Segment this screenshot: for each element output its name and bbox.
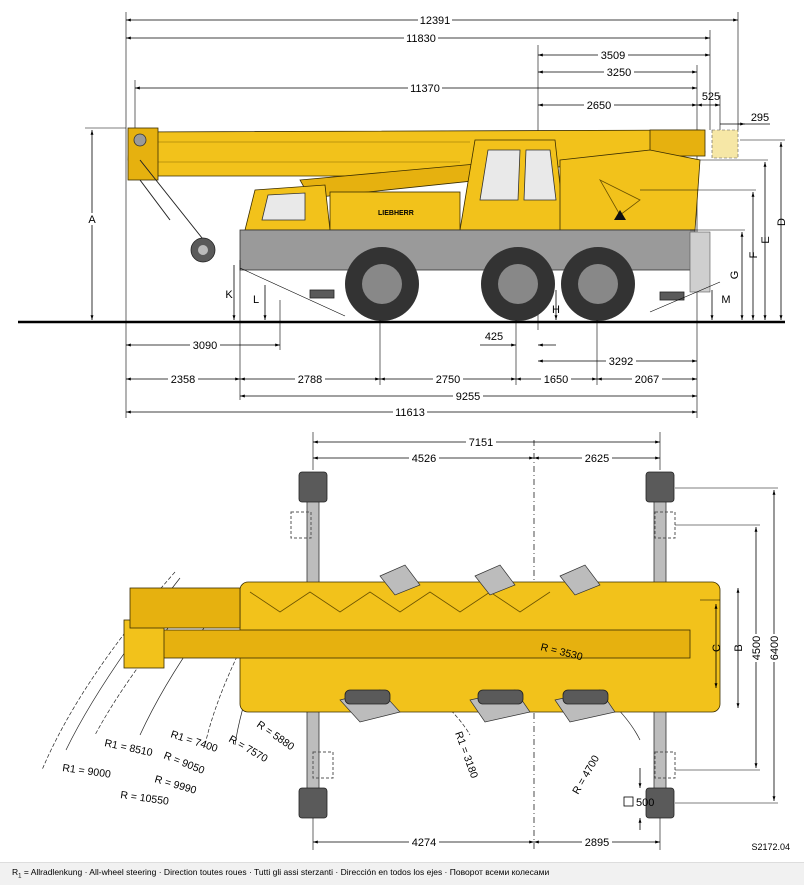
radius-7400: R1 = 7400	[169, 728, 219, 755]
dim-11830: 11830	[406, 33, 436, 45]
dim-3509: 3509	[601, 50, 625, 62]
legend-footer: R1 = Allradlenkung · All-wheel steering …	[0, 862, 804, 885]
radius-4700: R = 4700	[570, 753, 602, 796]
dim-11613: 11613	[395, 407, 425, 419]
dim-525: 525	[702, 91, 720, 103]
legend-sub: 1	[18, 873, 22, 880]
dim-7151: 7151	[469, 437, 493, 449]
outrigger-pad-size: 500	[623, 768, 654, 830]
side-view: 12391 11830 3509 3250 11370 2650 525 295	[18, 12, 788, 419]
dim-9255: 9255	[456, 391, 480, 403]
radius-5880: R = 5880	[254, 719, 296, 754]
dim-2358: 2358	[171, 374, 195, 386]
dim-2750: 2750	[436, 374, 460, 386]
dim-12391: 12391	[420, 15, 451, 27]
crane-top-illustration	[123, 564, 721, 723]
label-K: K	[225, 289, 233, 301]
wheel-3	[561, 247, 635, 321]
dim-1650: 1650	[544, 374, 568, 386]
label-G: G	[729, 271, 741, 280]
wheel-1	[345, 247, 419, 321]
label-H: H	[552, 304, 560, 316]
label-L: L	[253, 294, 259, 306]
radius-9990: R = 9990	[153, 773, 198, 796]
dim-2650: 2650	[587, 100, 611, 112]
drawing-code: S2172.04	[751, 842, 790, 852]
radius-9000: R1 = 9000	[62, 762, 112, 781]
label-B: B	[733, 644, 745, 651]
radius-10550: R = 10550	[120, 789, 170, 808]
dim-2788: 2788	[298, 374, 322, 386]
dim-4500: 4500	[751, 636, 763, 660]
top-view: 7151 4526 2625	[41, 432, 781, 850]
dim-6400: 6400	[769, 636, 781, 660]
dim-11370: 11370	[410, 83, 440, 95]
radius-3180: R1 = 3180	[452, 730, 480, 780]
brand-text: LIEBHERR	[378, 210, 414, 217]
dim-3250: 3250	[607, 67, 631, 79]
wheel-2	[481, 247, 555, 321]
side-vertical-dims: A K L H G F E D M	[85, 127, 788, 320]
label-C: C	[711, 644, 723, 652]
radius-9050: R = 9050	[162, 750, 206, 777]
label-D: D	[776, 218, 788, 226]
dim-3292: 3292	[609, 356, 633, 368]
label-F: F	[748, 251, 760, 258]
crane-side-illustration: LIEBHERR	[127, 127, 739, 321]
radius-7570: R = 7570	[227, 733, 270, 765]
top-vertical-dims: C B 4500 6400	[675, 487, 781, 804]
side-bottom-dims: 3090 425 3292 2358 2788 2750 1650 2067	[126, 260, 698, 419]
dim-2625: 2625	[585, 453, 609, 465]
dim-2895: 2895	[585, 837, 609, 849]
legend-text: R1 = Allradlenkung · All-wheel steering …	[12, 867, 549, 880]
dim-4274: 4274	[412, 837, 436, 849]
label-E: E	[760, 236, 772, 243]
dim-295: 295	[751, 112, 769, 124]
dim-425: 425	[485, 331, 503, 343]
top-dimension-lines: 12391 11830 3509 3250 11370 2650 525 295	[125, 12, 770, 418]
label-A: A	[88, 214, 96, 226]
dim-3090: 3090	[193, 340, 217, 352]
radius-8510: R1 = 8510	[103, 737, 153, 759]
dim-2067: 2067	[635, 374, 659, 386]
legend-prefix: R	[12, 867, 19, 877]
dim-4526: 4526	[412, 453, 436, 465]
label-M: M	[721, 294, 730, 306]
pad-size-500: 500	[636, 797, 654, 809]
legend-description: = Allradlenkung · All-wheel steering · D…	[21, 867, 550, 877]
